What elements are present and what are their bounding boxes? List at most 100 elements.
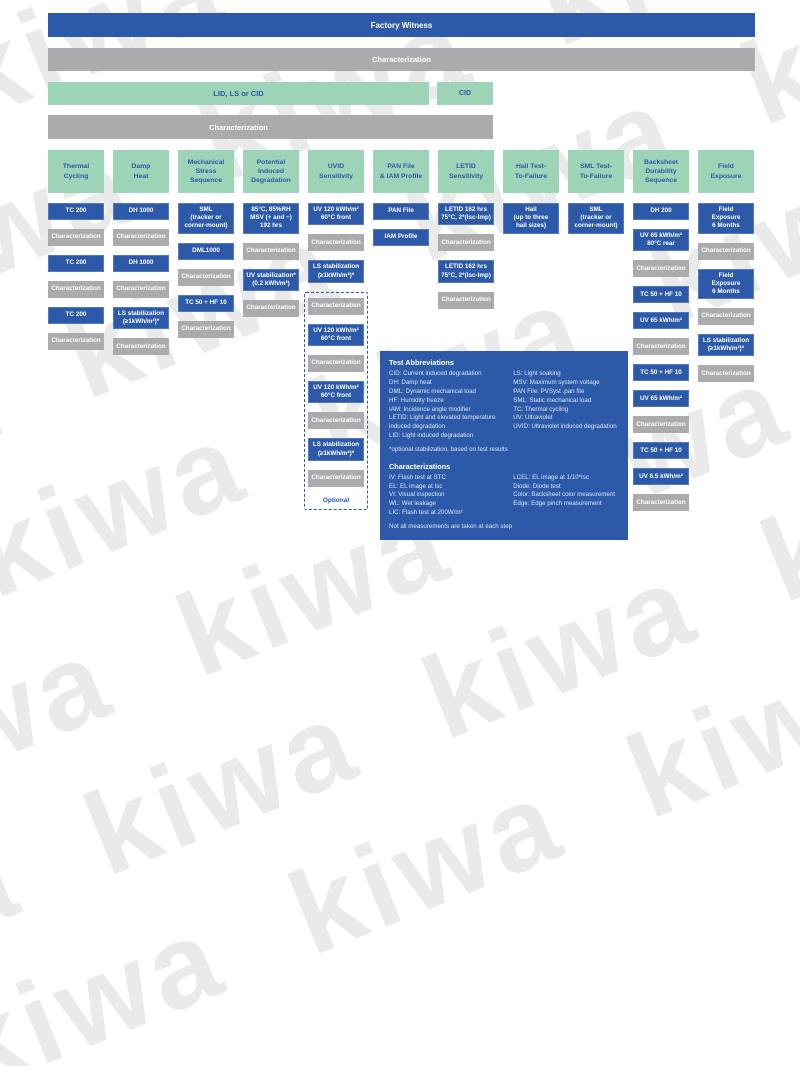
legend-item: HF: Humidity freeze xyxy=(389,396,444,404)
test-step: UV 65 kWh/m² xyxy=(633,312,689,330)
column-header: Field Exposure xyxy=(698,150,754,193)
kiwa-watermark-text: kiwa xyxy=(0,611,131,840)
column-steps: Hail (up to three hail sizes) xyxy=(503,203,559,234)
legend-item: TC: Thermal cycling xyxy=(513,405,569,413)
column-header: Thermal Cycling xyxy=(48,150,104,193)
legend-item: LIC: Flash test at 200W/m² xyxy=(389,509,463,517)
characterization-step: Characterization xyxy=(698,242,754,260)
column-steps: LETID 162 hrs 75°C, 2*(Isc-Imp) Character… xyxy=(438,203,494,309)
test-step: LS stabilization (≥1kWh/m²)* xyxy=(698,334,754,357)
legend-item: LETID: Light and elevated temperature in… xyxy=(389,414,496,431)
column-header: UVID Sensitivity xyxy=(308,150,364,193)
test-step: 85°C, 85%RH MSV (+ and −) 192 hrs xyxy=(243,203,299,234)
cid-box: CID xyxy=(437,82,493,105)
legend-item: IV: Flash test at STC xyxy=(389,473,446,481)
column-steps: SML (tracker or corner-mount) xyxy=(568,203,624,234)
kiwa-watermark-text: kiwa xyxy=(272,753,581,981)
characterization-step: Characterization xyxy=(633,338,689,356)
legend-item: CID: Current induced degradation xyxy=(389,370,482,378)
characterization-step: Characterization xyxy=(633,494,689,512)
legend-item: LS: Light soaking xyxy=(513,370,561,378)
column-uvid-sensitivity: UVID Sensitivity UV 120 kWh/m² 60°C front… xyxy=(304,150,368,510)
test-step: IAM Profile xyxy=(373,229,429,246)
kiwa-watermark-text: kiwa xyxy=(0,395,264,624)
characterization-step: Characterization xyxy=(48,333,104,350)
test-step: TC 50 + HF 10 xyxy=(633,286,689,304)
test-step: SML (tracker or corner-mount) xyxy=(568,203,624,234)
test-step: TC 50 + HF 10 xyxy=(633,364,689,382)
kiwa-watermark-text: kiwa xyxy=(273,0,582,9)
abbreviations-title: Test Abbreviations xyxy=(389,358,454,367)
legend-item: LID: Light induced degradation xyxy=(389,431,474,439)
legend-item: WL: Wet leakage xyxy=(389,500,437,508)
test-step: Hail (up to three hail sizes) xyxy=(503,203,559,234)
characterization-step: Characterization xyxy=(113,281,169,298)
test-step: LS stabilization (≥1kWh/m²)* xyxy=(113,307,169,330)
characterization-step: Characterization xyxy=(308,297,364,315)
column-header: Mechanical Stress Sequence xyxy=(178,150,234,193)
characterization-step: Characterization xyxy=(113,229,169,246)
characterization-step: Characterization xyxy=(308,355,364,373)
legend-item: Edge: Edge pinch measurement xyxy=(513,500,602,508)
test-step: LETID 162 hrs 75°C, 2*(Isc-Imp) xyxy=(438,260,494,283)
kiwa-watermark-text: kiwa xyxy=(405,537,715,765)
test-step: UV stabilization* (0.2 kWh/m²) xyxy=(243,268,299,291)
abbreviations-section: Test Abbreviations CID: Current induced … xyxy=(389,358,619,455)
characterizations-title: Characterizations xyxy=(389,461,451,471)
test-step: DH 200 xyxy=(633,203,689,220)
characterization-step: Characterization xyxy=(438,291,494,309)
test-step: LS stabilization (≥1kWh/m²)* xyxy=(308,438,364,461)
characterization-step: Characterization xyxy=(308,469,364,487)
test-step: TC 200 xyxy=(48,307,104,324)
test-step: UV 65 kWh/m² 80°C rear xyxy=(633,229,689,252)
measurements-note: Not all measurements are taken at each s… xyxy=(389,522,513,530)
column-header: LETID Sensitivity xyxy=(438,150,494,193)
column-header: Backsheet Durability Sequence xyxy=(633,150,689,193)
characterization-step: Characterization xyxy=(48,229,104,246)
optional-label: Optional xyxy=(322,496,350,504)
characterization-step: Characterization xyxy=(308,412,364,430)
kiwa-watermark-text: kiwa xyxy=(0,810,39,1039)
test-step: UV 65 kWh/m² xyxy=(633,390,689,408)
characterization-step: Characterization xyxy=(243,299,299,317)
characterization-bar-top: Characterization xyxy=(48,48,755,71)
factory-witness-bar: Factory Witness xyxy=(48,13,755,37)
kiwa-watermark-text: kiwa xyxy=(67,674,377,902)
characterization-bar-mid: Characterization xyxy=(48,115,493,139)
lid-ls-cid-bar: LID, LS or CID xyxy=(48,82,429,105)
characterization-step: Characterization xyxy=(48,281,104,298)
legend-item: DML: Dynamic mechanical load xyxy=(389,387,477,395)
characterization-step: Characterization xyxy=(633,260,689,278)
characterization-step: Characterization xyxy=(633,416,689,434)
column-backsheet-durability-sequence: Backsheet Durability Sequence DH 200 UV 65… xyxy=(633,150,689,512)
legend-box: Test Abbreviations CID: Current induced … xyxy=(380,351,628,540)
test-step: Field Exposure 6 Months xyxy=(698,268,754,300)
kiwa-watermark-text: kiwa xyxy=(610,616,800,844)
test-step: LS stabilization (≥1kWh/m²)* xyxy=(308,260,364,283)
column-header: PAN File & IAM Profile xyxy=(373,150,429,193)
test-step: TC 50 + HF 10 xyxy=(633,442,689,460)
test-step: LETID 162 hrs 75°C, 2*(Isc-Imp) xyxy=(438,203,494,226)
legend-item: Diode: Diode test xyxy=(513,482,561,490)
test-step: DML1000 xyxy=(178,242,234,260)
legend-item: PAN File: PVSyst .pan file xyxy=(513,387,585,395)
test-step: UV 120 kWh/m² 60°C front xyxy=(308,323,364,347)
characterization-step: Characterization xyxy=(178,320,234,338)
legend-item: SML: Static mechanical load xyxy=(513,396,592,404)
legend-item: LCEL: EL image at 1/10*Isc xyxy=(513,473,589,481)
characterization-step: Characterization xyxy=(178,268,234,286)
column-header: Hail Test- To-Failure xyxy=(503,150,559,193)
